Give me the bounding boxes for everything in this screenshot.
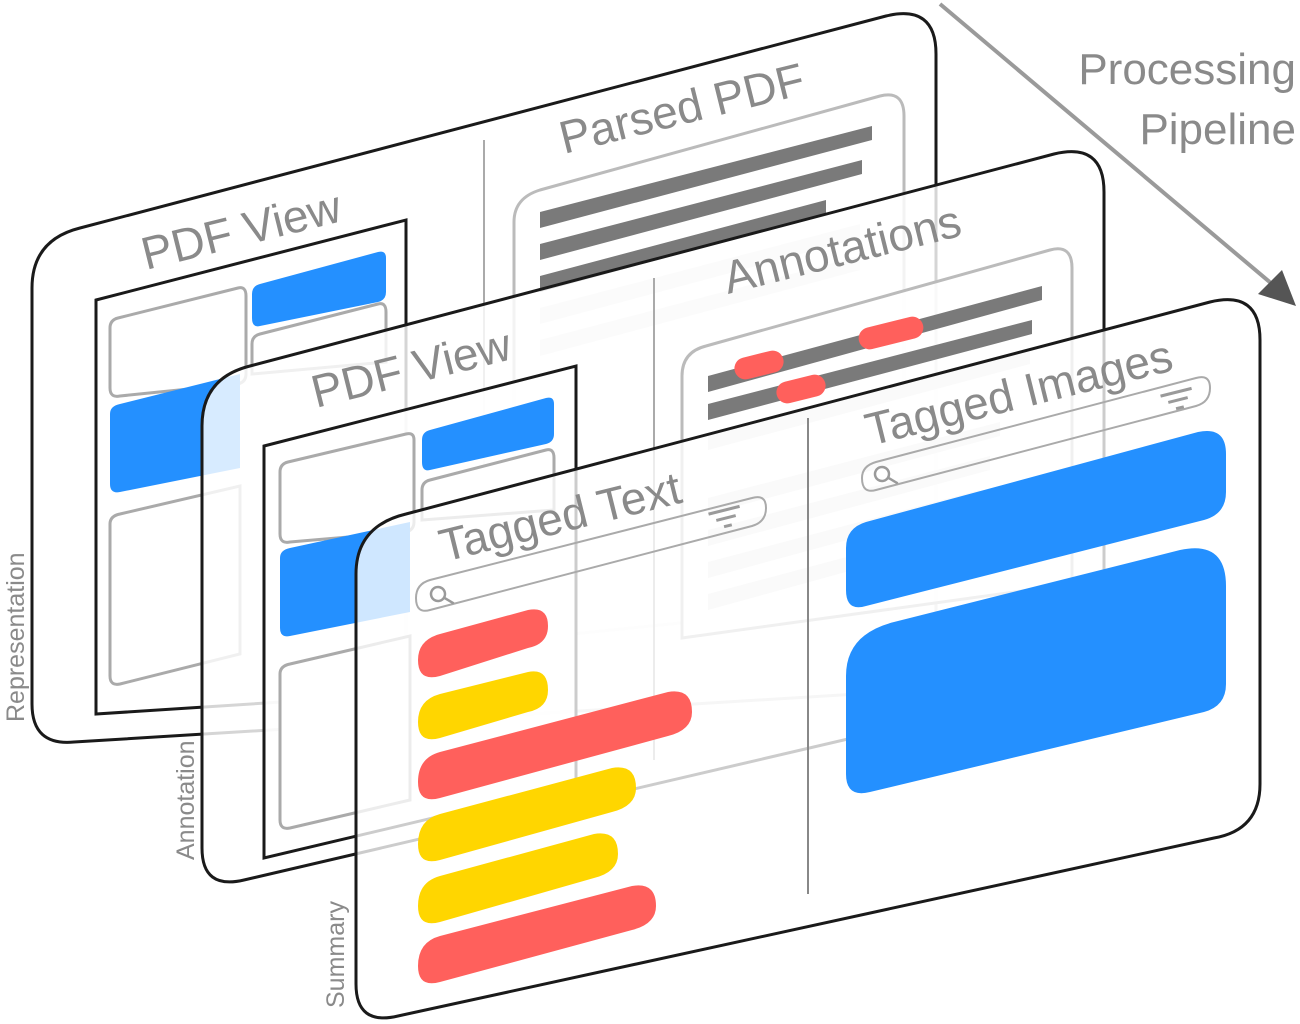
filter-icon[interactable] <box>1160 386 1196 411</box>
search-input[interactable] <box>414 496 768 612</box>
annotation-mark-red[interactable] <box>774 372 828 405</box>
annotation-mark-red[interactable] <box>732 348 786 381</box>
summary-layer: Tagged Text Tagged Images <box>354 298 1262 1020</box>
annotation-mark-red[interactable] <box>856 314 925 351</box>
filter-icon[interactable] <box>708 504 744 529</box>
representation-layer-label: Representation <box>2 552 30 722</box>
search-input[interactable] <box>860 376 1212 492</box>
pipeline-arrow-head <box>1258 270 1296 306</box>
tagged-text-bar-red[interactable] <box>418 609 548 678</box>
search-icon[interactable] <box>873 464 899 488</box>
pipeline-label-line2: Pipeline <box>1139 105 1296 154</box>
search-icon[interactable] <box>429 584 455 608</box>
tagged-text-bar-yellow[interactable] <box>418 671 548 740</box>
annotation-layer-label: Annotation <box>172 740 200 860</box>
tagged-text-bar-yellow[interactable] <box>418 833 618 924</box>
tagged-text-bar-red[interactable] <box>418 691 692 800</box>
tagged-image-block[interactable] <box>846 548 1226 794</box>
pdf-block-highlight[interactable] <box>252 251 386 327</box>
tagged-text-bar-yellow[interactable] <box>418 767 636 862</box>
pipeline-arrow-line <box>938 2 1274 286</box>
tagged-text-search-bar[interactable] <box>414 496 768 612</box>
summary-layer-label: Summary <box>322 901 350 1008</box>
tagged-text-bar-red[interactable] <box>418 885 656 984</box>
pdf-block-highlight[interactable] <box>422 397 554 471</box>
processing-pipeline: Processing Pipeline <box>938 2 1296 306</box>
parsed-text-line <box>540 126 872 228</box>
parsed-text-line <box>540 200 826 292</box>
pipeline-label-line1: Processing <box>1078 45 1296 94</box>
parsed-text-line <box>540 160 862 260</box>
tagged-images-search-bar[interactable] <box>860 376 1212 492</box>
tagged-image-block[interactable] <box>846 430 1226 608</box>
